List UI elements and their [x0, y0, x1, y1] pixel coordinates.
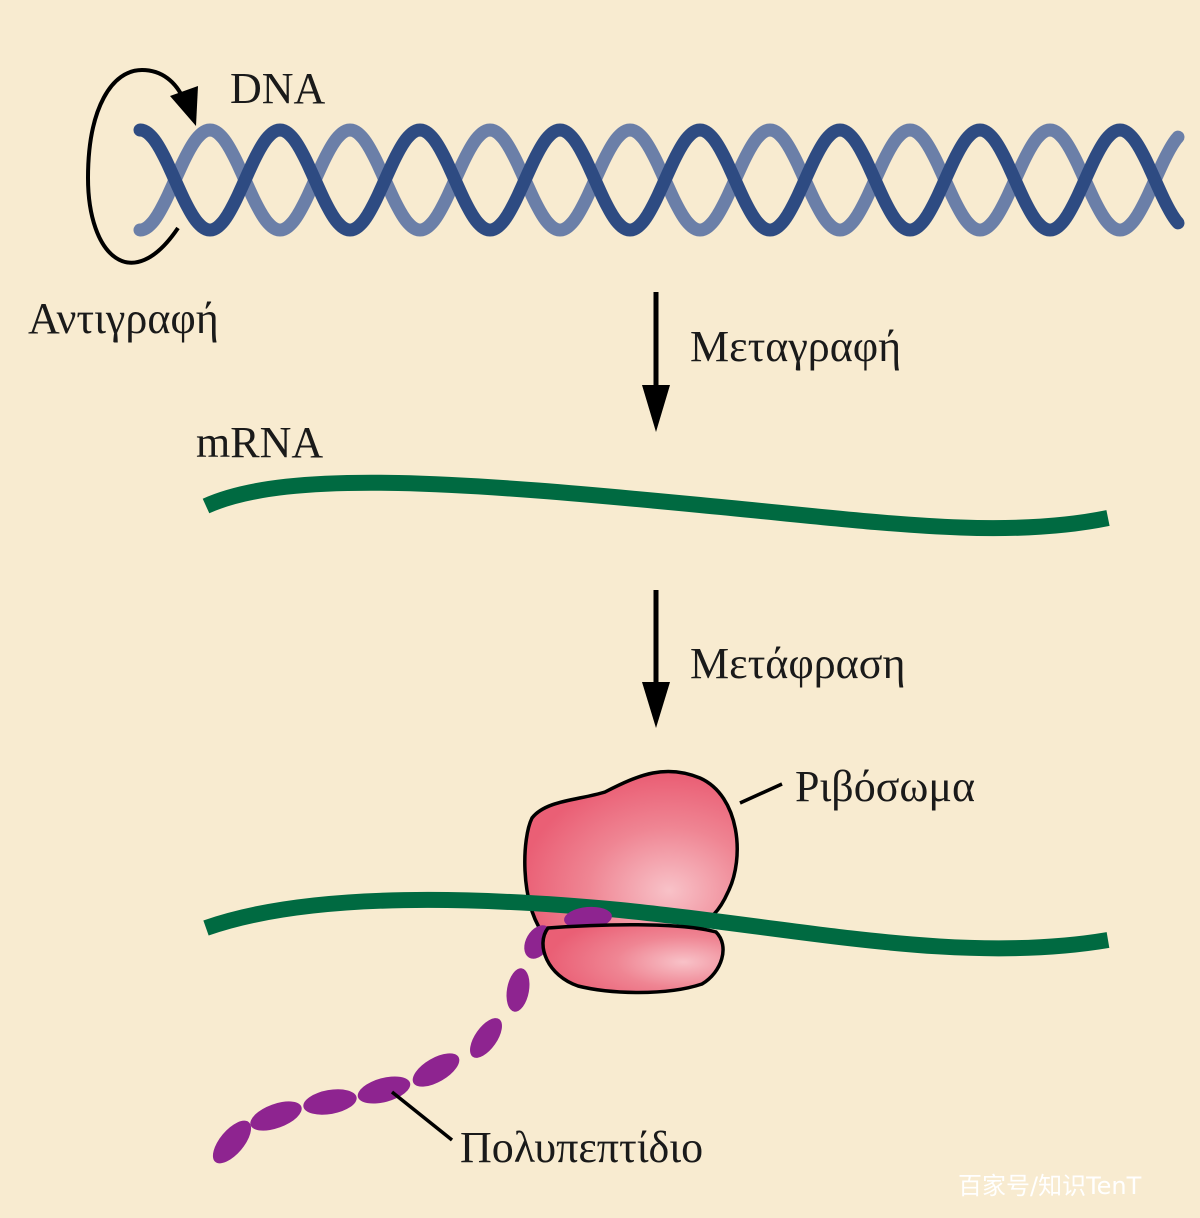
watermark: 百家号/知识TenT — [958, 1172, 1142, 1200]
mrna-strand — [202, 474, 1110, 537]
ribosome-small-subunit — [541, 922, 725, 995]
dna-label: DNA — [230, 64, 326, 113]
polypeptide-leader-line — [390, 1090, 454, 1142]
amino-acid-bead — [250, 1101, 302, 1131]
translation-arrow-icon — [642, 590, 670, 728]
mrna-label: mRNA — [196, 418, 323, 467]
polypeptide-label: Πολυπεπτίδιο — [460, 1123, 703, 1172]
amino-acid-bead — [506, 968, 530, 1012]
dna-front-strand — [133, 123, 1185, 237]
dna-double-helix — [133, 123, 1185, 237]
mrna-strand-with-ribosome — [203, 891, 1110, 957]
transcription-arrow-icon — [642, 292, 670, 432]
amino-acid-bead — [303, 1089, 357, 1115]
transcription-label: Μεταγραφή — [690, 322, 901, 371]
ribosome-leader-line — [739, 782, 783, 805]
translation-label: Μετάφραση — [690, 639, 905, 688]
replication-arrow-icon — [85, 67, 198, 265]
replication-label: Αντιγραφή — [28, 294, 219, 343]
amino-acid-bead — [470, 1018, 502, 1058]
amino-acid-bead — [412, 1053, 460, 1087]
ribosome-label: Ριβόσωμα — [795, 762, 975, 811]
amino-acid-bead — [212, 1120, 252, 1164]
